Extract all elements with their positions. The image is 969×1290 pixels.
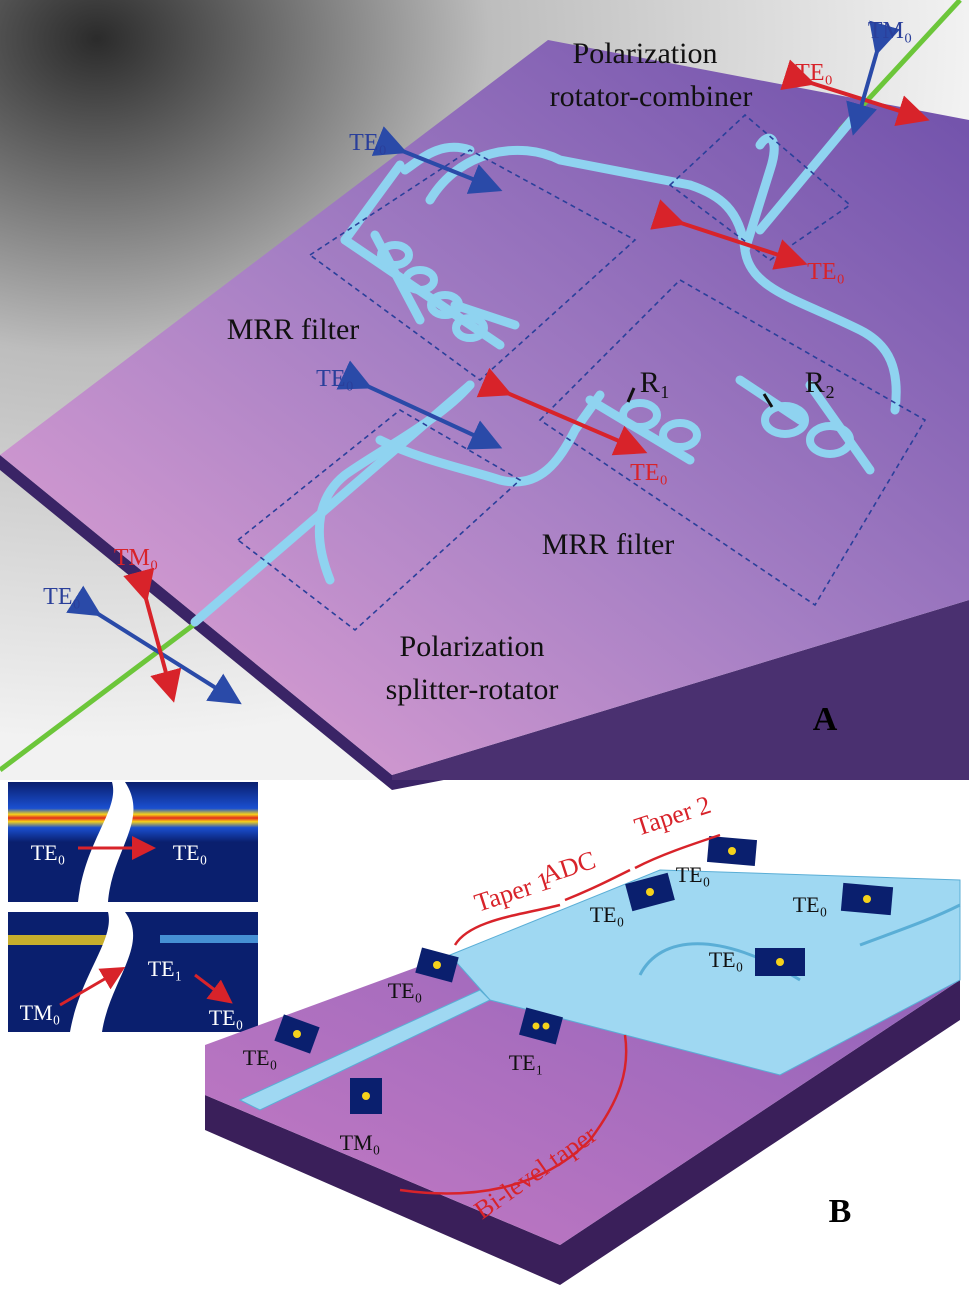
r2-radius-marker [762,393,774,408]
ring-top-4 [452,314,488,342]
mrr-filter-bottom-label: MRR filter [542,528,675,561]
center-te0-arrow [476,367,648,456]
mode-te0-a-label: TE₀ [243,1045,278,1070]
mode-te0-a-spot [293,1030,301,1038]
waveguide-mrr-top-bus3 [450,300,520,330]
top-left-te0-label: TE₀ [349,130,387,156]
sim-top-right-label: TE₀ [173,840,208,865]
adc-label: ADC [538,845,599,890]
taper2-label: Taper 2 [631,790,714,842]
sim-inset-bottom: TM₀ TE₁ TE₀ [8,912,258,1032]
center-te0-label: TE₀ [630,460,668,486]
mode-te1-spot-b [542,1022,550,1030]
input-tm0-arrow [123,567,182,703]
mode-te0-e-label: TE₀ [793,892,828,917]
output-te0-label: TE₀ [795,60,833,86]
chip-b-side [205,980,960,1285]
mode-te0-d-spot [728,847,736,855]
box-mrr-bottom [538,279,927,607]
panel-a: Polarization rotator-combiner MRR filter… [0,0,969,790]
mode-te0-b-label: TE₀ [388,978,423,1003]
panel-b: TE₀ TE₀ TM₀ TE₁ TE₀ [8,782,961,1285]
mode-te0-d-label: TE₀ [676,862,711,887]
mode-te1-label: TE₁ [509,1050,544,1075]
mode-te1 [519,1007,563,1045]
output-tm0-label: TM₀ [868,18,912,44]
sim-inset-top: TE₀ TE₀ [8,782,258,902]
mid-left-te0-arrow [336,360,503,450]
sim-bottom-field [8,912,258,1032]
sim-bottom-left-label: TM₀ [20,1000,61,1025]
right-te0-arrow [650,199,808,270]
input-te0-label: TE₀ [43,584,81,610]
mode-te0-c-spot [646,888,654,896]
prc-label-line1: Polarization [573,37,718,70]
ring-top-3 [427,291,463,319]
sim-top-gap [78,782,134,902]
section-braces [399,833,721,1195]
brace-taper1 [453,903,561,946]
ring-r2-label: R₂ [805,366,835,399]
mode-te0-b-spot [433,961,441,969]
mode-te1-spot-a [532,1022,540,1030]
brace-taper2 [634,833,721,870]
ring-top-2 [402,266,438,294]
sim-bottom-middle-label: TE₁ [148,956,183,981]
output-bend-waveguide [859,903,961,947]
mode-te0-e-spot [863,895,871,903]
waveguide-combiner-hook [740,133,779,255]
ring-r1-label: R₁ [640,366,670,399]
ring-r2-a [761,402,809,438]
sim-bottom-arrow1 [59,966,126,1007]
mode-profiles [274,835,894,1114]
ring-top-1 [377,241,413,269]
panel-a-letter: A [813,701,838,738]
output-tm0-arrow [846,20,901,136]
top-left-te0-arrow [371,126,503,194]
right-te0-label: TE₀ [807,259,845,285]
polarization-arrows [66,20,930,705]
brace-bi-level-taper [399,1034,628,1195]
sim-bottom-band-left [8,935,118,945]
prc-label-line2: rotator-combiner [550,80,753,113]
box-psr [236,409,522,632]
sim-bottom-right-label: TE₀ [209,1005,244,1030]
mode-te0-c-label: TE₀ [590,902,625,927]
waveguide-mrr-bottom-bus2 [735,375,805,425]
mid-left-te0-label: TE₀ [316,366,354,392]
mode-te0-f-spot [776,958,784,966]
mode-tm0-label: TM₀ [340,1130,381,1155]
mode-tm0-spot [362,1092,370,1100]
chip-a-edge [392,600,969,780]
ring-r1-b [659,419,701,451]
sim-top-left-label: TE₀ [31,840,66,865]
ring-r2-b [806,422,854,458]
sim-bottom-arrow2 [194,973,233,1004]
sim-bottom-band-right [160,935,258,943]
mode-te0-f-label: TE₀ [709,947,744,972]
mrr-filter-top-label: MRR filter [227,313,360,346]
panel-b-letter: B [829,1193,852,1230]
psr-label-line2: splitter-rotator [386,673,559,706]
bi-level-taper-waveguide [238,989,491,1111]
input-tm0-label: TM₀ [114,545,158,571]
brace-adc [564,868,631,902]
psr-label-line1: Polarization [400,630,545,663]
